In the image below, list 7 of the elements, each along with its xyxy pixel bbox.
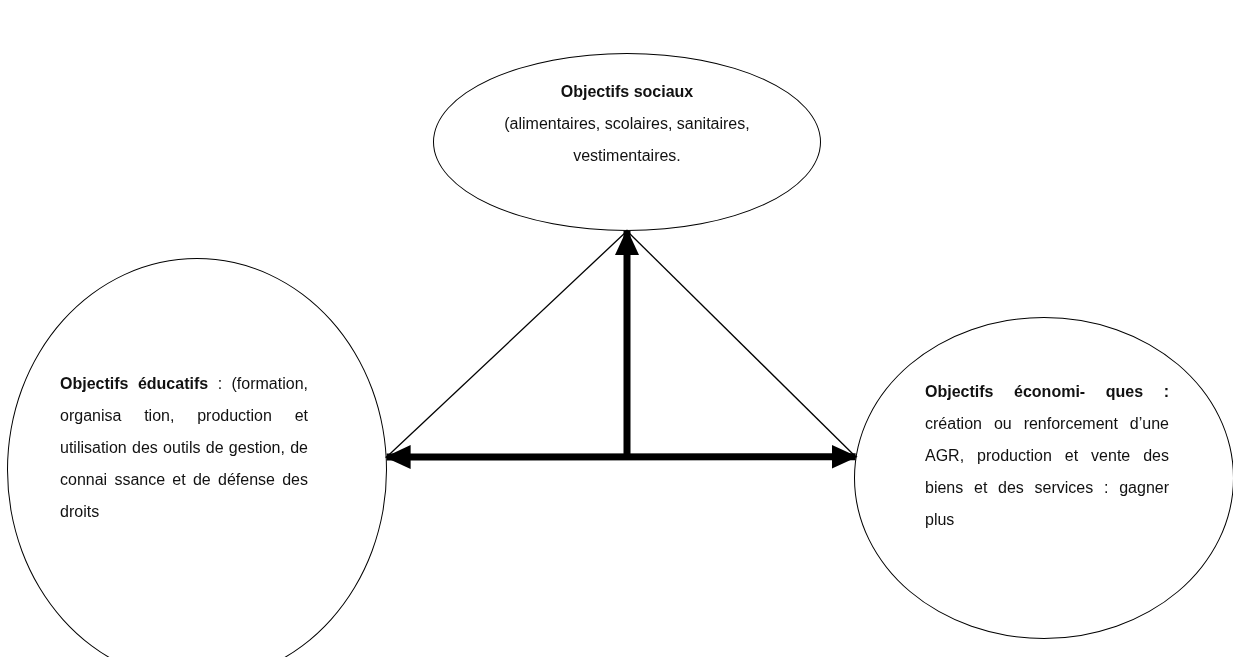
ellipse-text: Objectifs économi- ques : création ou renforcement d’une AGR, production et vente des biens et des services : gagner plus [925, 382, 1169, 530]
arrow [384, 444, 858, 470]
objective-ellipse [854, 317, 1233, 639]
arrow [615, 229, 639, 457]
ellipse-heading: Objectifs sociaux [559, 82, 695, 102]
ellipse-text: (alimentaires, scolaires, sanitaires, vestimentaires. [503, 114, 751, 166]
ellipse-text: Objectifs éducatifs : (formation, organisa tion, production et utilisation des outils de gestion, de connai ssance et de défense des droits [60, 374, 308, 522]
